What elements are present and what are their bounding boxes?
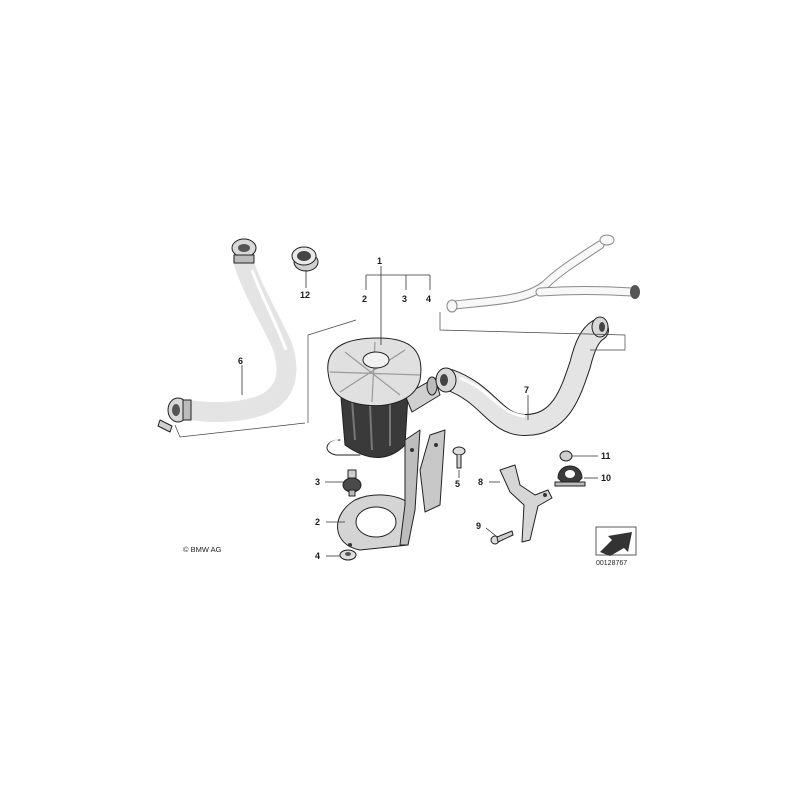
callout-9: 9 <box>476 521 481 531</box>
callout-11: 11 <box>601 451 611 461</box>
hose-6 <box>157 238 297 433</box>
rubber-mount-3 <box>342 469 362 497</box>
image-number: 00128767 <box>596 560 627 567</box>
bolt-9 <box>490 530 514 545</box>
leader-lines <box>174 266 626 557</box>
callout-1: 1 <box>377 256 382 266</box>
bracket-2 <box>337 429 446 551</box>
callout-7: 7 <box>524 385 529 395</box>
sealing-ring-12 <box>291 246 319 272</box>
callout-3: 3 <box>402 294 407 304</box>
callout-4-lower: 4 <box>315 551 320 561</box>
callout-8: 8 <box>478 477 483 487</box>
callout-2: 2 <box>362 294 367 304</box>
callout-4: 4 <box>426 294 431 304</box>
callout-labels: 1 2 3 4 12 6 7 11 10 5 8 9 3 2 4 <box>238 256 611 561</box>
callout-10: 10 <box>601 473 611 483</box>
image-number-box: 00128767 <box>595 526 637 567</box>
callout-6: 6 <box>238 356 243 366</box>
clamp-10 <box>554 465 586 487</box>
reference-pipe <box>446 234 640 313</box>
callout-5: 5 <box>455 479 460 489</box>
callout-12: 12 <box>300 290 310 300</box>
air-pump-1 <box>326 337 441 458</box>
hose-7 <box>435 316 609 437</box>
copyright-text: © BMW AG <box>183 545 222 554</box>
direction-arrow-icon <box>600 532 632 556</box>
screw-5 <box>452 446 466 469</box>
clip-11 <box>559 450 573 462</box>
nut-4 <box>339 549 357 561</box>
callout-2-lower: 2 <box>315 517 320 527</box>
bracket-8 <box>499 464 553 543</box>
callout-3-lower: 3 <box>315 477 320 487</box>
